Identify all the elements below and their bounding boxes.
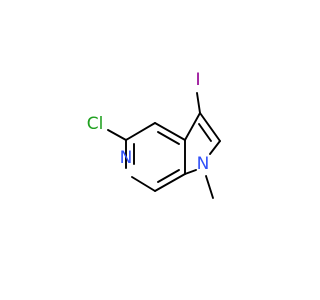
- molecule-structure-diagram: I Cl N N: [87, 70, 221, 199]
- chlorine-label: Cl: [87, 114, 104, 134]
- bond-c5-cl: [107, 129, 127, 141]
- bond-c5-c4: [125, 122, 156, 141]
- bonds: [107, 92, 221, 199]
- atom-labels: I Cl N N: [87, 70, 210, 174]
- bond-c3-c2-inner: [198, 123, 212, 142]
- bond-c7a-c7: [154, 173, 186, 192]
- bond-c4-c3a-inner: [157, 131, 180, 145]
- bond-c2-n1: [209, 140, 221, 155]
- bond-c7a-c7-inner: [157, 169, 180, 183]
- bond-n1-methyl: [205, 175, 214, 199]
- bond-c3a-c3: [184, 112, 201, 141]
- molecule-canvas: I Cl N N: [86, 70, 221, 199]
- bond-c7-n6: [131, 176, 156, 192]
- pyridine-nitrogen-label: N: [120, 148, 133, 168]
- bond-c4-c3a: [154, 122, 186, 141]
- bond-c3-c2: [199, 112, 221, 142]
- bond-c3-i: [196, 92, 201, 114]
- bond-n1-c7a: [184, 169, 197, 175]
- pyrrole-nitrogen-label: N: [197, 154, 210, 174]
- iodine-label: I: [195, 70, 200, 90]
